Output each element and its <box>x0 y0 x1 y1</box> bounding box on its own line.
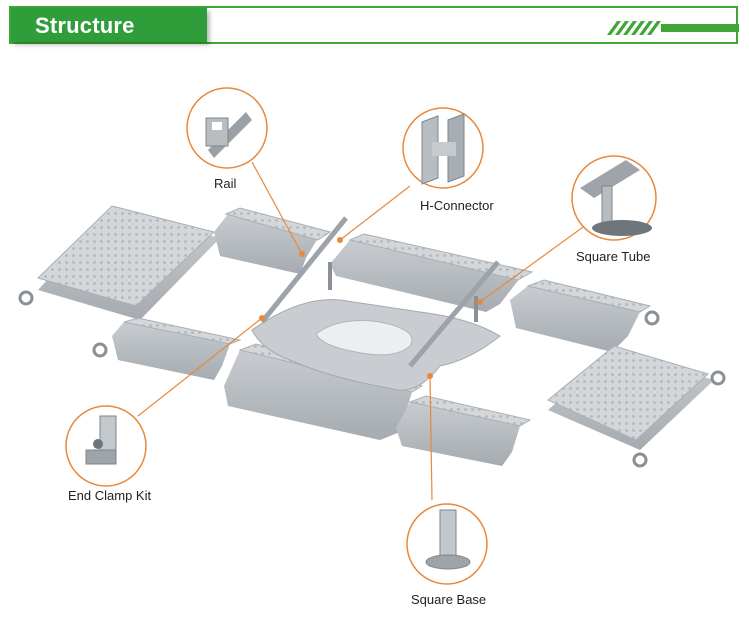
float-top-left <box>18 205 220 320</box>
float-bottom-right <box>396 395 532 466</box>
square-base-callout <box>406 503 488 585</box>
header-tab: Structure <box>11 8 207 42</box>
decorative-stripes-icon <box>607 21 739 35</box>
h-connector-icon <box>421 113 465 185</box>
mounting-rails <box>260 216 500 368</box>
square-tube-callout <box>571 155 657 241</box>
end-clamp-callout <box>65 405 147 487</box>
square-base-icon <box>425 509 471 570</box>
square-tube-icon <box>580 160 652 236</box>
callout-label-end-clamp-kit: End Clamp Kit <box>68 488 152 503</box>
rail-callout <box>186 87 268 169</box>
callout-label-square-tube: Square Tube <box>576 249 651 264</box>
section-header: Structure <box>9 6 739 44</box>
page-title: Structure <box>35 13 135 38</box>
end-clamp-icon <box>85 415 117 465</box>
callout-label-h-connector: H-Connector <box>420 198 494 213</box>
callout-label-rail: Rail <box>214 176 237 191</box>
leader-dots <box>259 237 483 379</box>
float-right-mid <box>510 279 660 352</box>
rail-profile-icon <box>205 112 252 158</box>
callout-label-square-base: Square Base <box>411 592 487 607</box>
float-far-right <box>547 345 726 468</box>
central-base <box>251 299 501 391</box>
h-connector-callout <box>402 107 484 189</box>
float-top-mid <box>214 207 332 274</box>
float-left-mid <box>92 317 242 380</box>
float-top-center <box>330 233 534 312</box>
leader-lines <box>137 161 591 501</box>
